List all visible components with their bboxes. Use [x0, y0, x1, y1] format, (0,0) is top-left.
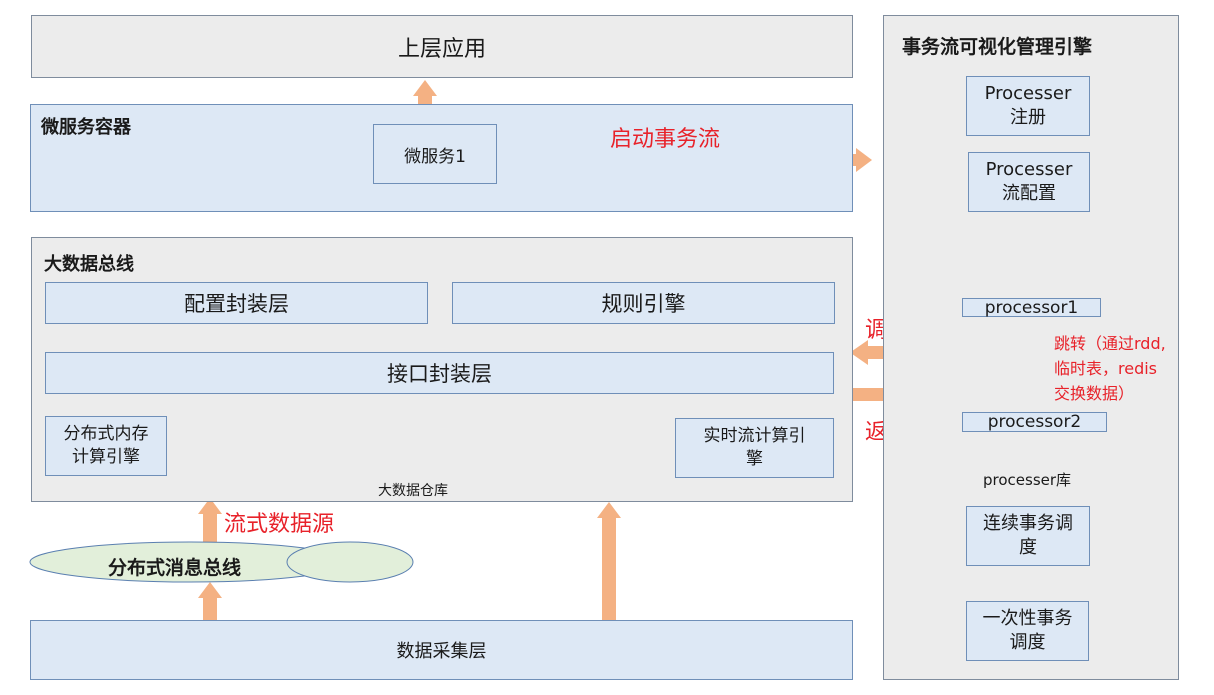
onetime-line2: 调度	[1009, 632, 1046, 653]
microservice-container-title: 微服务容器	[41, 117, 131, 138]
continuous-line1: 连续事务调	[983, 513, 1073, 534]
interface-layer-box: 接口封装层	[45, 352, 834, 394]
collect-layer-label: 数据采集层	[396, 641, 487, 662]
top-app-label: 上层应用	[397, 36, 486, 62]
warehouse-label: 大数据仓库	[378, 483, 448, 499]
arrow-stream-source	[198, 498, 222, 542]
microservice-label: 微服务1	[404, 146, 466, 167]
jump-note: 跳转（通过rdd, 临时表，redis 交换数据）	[1054, 331, 1166, 406]
flow-config-line2: 流配置	[1002, 183, 1056, 204]
config-layer-label: 配置封装层	[184, 292, 289, 316]
continuous-box: 连续事务调 度	[966, 506, 1090, 566]
jump-note-line1: 跳转（通过rdd,	[1054, 334, 1166, 353]
arrow-collect-to-bus	[198, 582, 222, 622]
register-line1: Processer	[984, 83, 1072, 104]
dist-memory-line1: 分布式内存	[63, 424, 149, 444]
dist-memory-box: 分布式内存 计算引擎	[45, 416, 167, 476]
message-bus-ellipses	[29, 541, 414, 583]
top-app-box: 上层应用	[31, 15, 853, 78]
message-bus-label: 分布式消息总线	[108, 557, 242, 579]
microservice-box: 微服务1	[373, 124, 497, 184]
realtime-line2: 擎	[746, 449, 763, 469]
onetime-box: 一次性事务 调度	[966, 601, 1089, 661]
config-layer-box: 配置封装层	[45, 282, 428, 324]
stream-source-label: 流式数据源	[224, 512, 335, 537]
rule-engine-label: 规则引擎	[601, 292, 686, 316]
jump-note-line3: 交换数据）	[1054, 384, 1135, 403]
collect-layer-box: 数据采集层	[30, 620, 853, 680]
start-flow-label: 启动事务流	[610, 127, 721, 152]
processor1-box: processor1	[962, 297, 1101, 318]
flow-config-box: Processer 流配置	[968, 152, 1090, 212]
engine-title: 事务流可视化管理引擎	[902, 36, 1093, 58]
library-label: processer库	[983, 471, 1072, 489]
dist-memory-line2: 计算引擎	[72, 447, 140, 467]
jump-note-line2: 临时表，redis	[1054, 359, 1158, 378]
processor2-label: processor2	[987, 412, 1082, 432]
register-line2: 注册	[1010, 107, 1046, 128]
interface-layer-label: 接口封装层	[387, 362, 492, 386]
register-box: Processer 注册	[966, 76, 1090, 136]
onetime-line1: 一次性事务	[982, 608, 1073, 629]
continuous-line2: 度	[1019, 537, 1037, 558]
bigdata-bus-title: 大数据总线	[44, 254, 134, 275]
flow-config-line1: Processer	[985, 159, 1073, 180]
rule-engine-box: 规则引擎	[452, 282, 835, 324]
realtime-line1: 实时流计算引	[703, 426, 806, 446]
processor2-box: processor2	[962, 412, 1107, 432]
arrow-collect-to-bigdata	[597, 502, 621, 620]
realtime-engine-box: 实时流计算引 擎	[675, 418, 834, 478]
processor1-label: processor1	[984, 297, 1079, 318]
